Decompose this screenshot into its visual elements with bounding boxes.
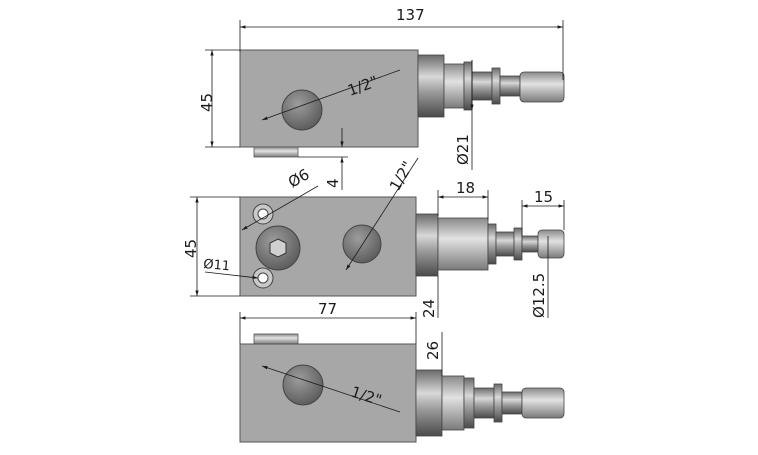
dim-offset-26: 26 xyxy=(424,341,442,360)
bottom-fitting-assembly xyxy=(415,369,565,437)
dim-diameter-11: Ø11 xyxy=(203,257,231,274)
dim-fitting-18: 18 xyxy=(456,179,475,197)
top-view: 137 45 1/2" Ø21 4 xyxy=(198,6,565,190)
middle-fitting-assembly xyxy=(415,213,565,277)
dim-offset-4: 4 xyxy=(324,178,342,188)
dim-diameter-12-5: Ø12.5 xyxy=(530,273,548,318)
dim-diameter-6: Ø6 xyxy=(285,165,312,191)
bottom-port-circle xyxy=(282,364,324,406)
dim-middle-height: 45 xyxy=(182,239,200,258)
bottom-valve-body xyxy=(239,343,417,443)
dim-middle-port-size: 1/2" xyxy=(386,158,417,194)
middle-view: 45 Ø6 Ø11 1/2" 18 15 Ø12.5 24 xyxy=(182,157,565,318)
top-port-circle xyxy=(281,89,323,131)
top-fitting-assembly xyxy=(417,54,565,118)
top-bottom-tab xyxy=(253,146,299,158)
dim-top-height: 45 xyxy=(198,93,216,112)
middle-port-circle xyxy=(342,224,382,264)
dim-diameter-21: Ø21 xyxy=(454,134,472,165)
dim-block-77: 77 xyxy=(318,300,337,318)
dim-fitting-15: 15 xyxy=(534,188,553,206)
dim-overall-length: 137 xyxy=(396,6,425,24)
bottom-top-tab xyxy=(253,333,299,345)
top-valve-body xyxy=(239,49,419,148)
bottom-view: 77 26 1/2" xyxy=(239,300,565,443)
dim-width-24: 24 xyxy=(420,299,438,318)
